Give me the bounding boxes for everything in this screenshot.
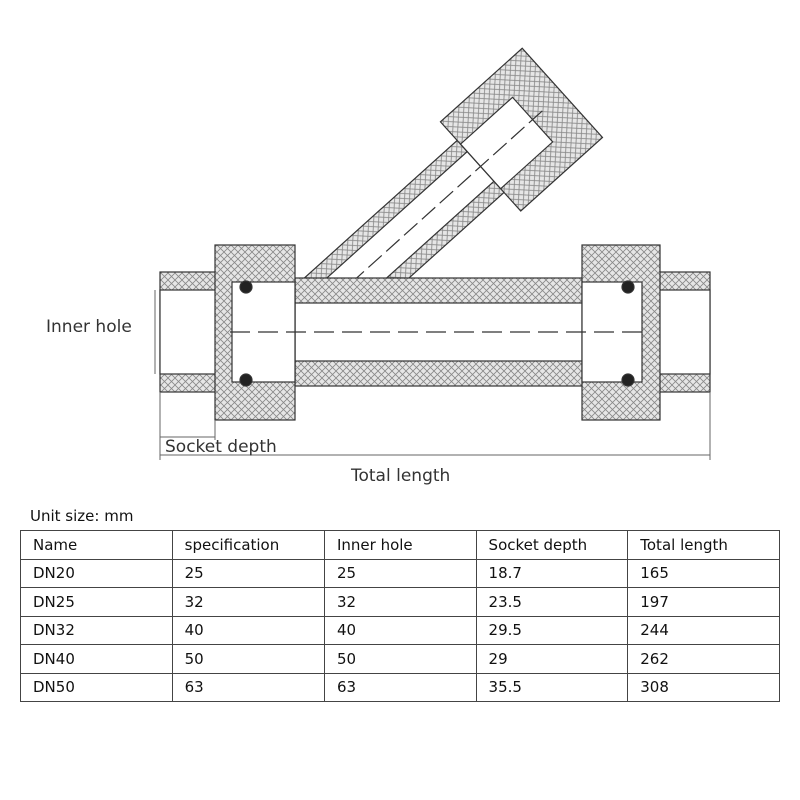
table-cell: 32 (171, 587, 325, 617)
table-cell: 197 (627, 587, 780, 617)
table-cell: 262 (627, 644, 780, 674)
header-cell: Socket depth (475, 530, 629, 560)
table-cell: 63 (323, 672, 477, 702)
header-cell: Name (20, 530, 173, 560)
table-cell: 63 (171, 672, 325, 702)
table-cell: 165 (627, 558, 780, 588)
unit-note: Unit size: mm (30, 507, 134, 525)
table-cell: 18.7 (475, 558, 629, 588)
header-cell: Total length (627, 530, 780, 560)
table-cell: 40 (323, 615, 477, 645)
table-header-row: Name specification Inner hole Socket dep… (20, 530, 780, 560)
socket-depth-label: Socket depth (165, 437, 277, 457)
table-cell: 29.5 (475, 615, 629, 645)
table-cell: 35.5 (475, 672, 629, 702)
table-cell: DN20 (20, 558, 173, 588)
inner-hole-label: Inner hole (46, 317, 132, 337)
total-length-label: Total length (351, 466, 451, 486)
table-cell: 308 (627, 672, 780, 702)
y-strainer-cross-section-drawing (154, 47, 711, 460)
table-cell: 29 (475, 644, 629, 674)
header-cell: Inner hole (323, 530, 477, 560)
table-cell: 23.5 (475, 587, 629, 617)
table-cell: 25 (171, 558, 325, 588)
table-cell: DN40 (20, 644, 173, 674)
table-cell: DN32 (20, 615, 173, 645)
table-cell: 50 (171, 644, 325, 674)
table-cell: 40 (171, 615, 325, 645)
table-cell: 244 (627, 615, 780, 645)
table-cell: 32 (323, 587, 477, 617)
table-cell: 25 (323, 558, 477, 588)
header-cell: specification (171, 530, 325, 560)
table-cell: DN25 (20, 587, 173, 617)
spec-table: Name specification Inner hole Socket dep… (20, 530, 780, 702)
table-cell: DN50 (20, 672, 173, 702)
table-cell: 50 (323, 644, 477, 674)
dimension-lines (154, 290, 711, 460)
